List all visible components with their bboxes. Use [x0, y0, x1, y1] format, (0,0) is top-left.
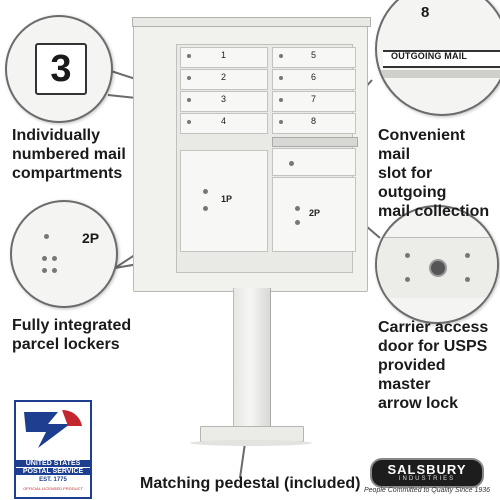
lock-dot: [42, 256, 47, 261]
lock-dot: [42, 268, 47, 273]
caption-line: Fully integrated: [12, 317, 132, 334]
lock-dot: [44, 234, 49, 239]
compartment-number: 8: [311, 116, 317, 126]
parcel-locker-2[interactable]: 2P: [272, 177, 356, 252]
caption-line: Carrier access: [378, 319, 489, 336]
lock-dot: [295, 220, 300, 225]
usps-line1: UNITED STATES: [16, 460, 90, 467]
caption-line: Convenient mail: [378, 127, 466, 163]
lock-icon: [187, 98, 191, 102]
lock-dot: [295, 206, 300, 211]
lock-icon: [279, 76, 283, 80]
brand-sub: INDUSTRIES: [398, 476, 456, 482]
caption-carrier: Carrier access door for USPS provided ma…: [378, 318, 500, 413]
compartment-door-2[interactable]: 2: [180, 69, 268, 90]
outgoing-mail-slot: [272, 137, 358, 147]
caption-line: mail collection: [378, 203, 490, 220]
compartment-number: 6: [311, 72, 317, 82]
lock-icon: [279, 120, 283, 124]
compartment-number: 4: [221, 116, 227, 126]
eagle-logo-icon: [18, 404, 88, 458]
parcel-locker-detail: 2P: [10, 200, 118, 308]
compartment-number: 3: [221, 94, 227, 104]
caption-pedestal: Matching pedestal (included): [140, 475, 361, 492]
outgoing-slot-plate: [383, 50, 500, 68]
caption-parcel: Fully integrated parcel lockers: [12, 316, 131, 354]
caption-line: compartments: [12, 165, 123, 182]
compartment-number: 7: [311, 94, 317, 104]
compartment-number: 5: [311, 50, 317, 60]
brand-tagline: People Committed to Quality Since 1936: [364, 487, 491, 494]
lock-dot: [405, 277, 410, 282]
usps-est: EST. 1775: [39, 477, 67, 483]
caption-compartments: Individually numbered mail compartments: [12, 126, 126, 183]
number-plate: [35, 43, 87, 95]
outgoing-slot-detail: 8 OUTGOING MAIL: [375, 0, 500, 116]
lock-dot: [289, 161, 294, 166]
lock-dot: [203, 206, 208, 211]
parcel-locker-1[interactable]: 1P: [180, 150, 268, 252]
mailbox-top: [132, 17, 371, 27]
arrow-lock-icon: [429, 259, 447, 277]
caption-line: numbered mail: [12, 146, 126, 163]
usps-fine: OFFICIAL LICENSED PRODUCT: [23, 486, 83, 491]
lock-dot: [465, 277, 470, 282]
compartment-door-3[interactable]: 3: [180, 91, 268, 112]
parcel-detail-label: 2P: [82, 230, 100, 246]
parcel-label: 2P: [309, 208, 321, 218]
parcel-label: 1P: [221, 194, 233, 204]
caption-line: parcel lockers: [12, 336, 120, 353]
carrier-access-door[interactable]: [272, 148, 356, 176]
detail-number: 8: [421, 4, 430, 21]
lock-dot: [52, 268, 57, 273]
usps-badge: UNITED STATES POSTAL SERVICE EST. 1775 O…: [14, 400, 92, 499]
compartment-number: 2: [221, 72, 227, 82]
lock-icon: [187, 76, 191, 80]
base-shadow: [190, 440, 312, 446]
caption-line: provided master: [378, 357, 446, 393]
caption-line: Individually: [12, 127, 101, 144]
brand-logo: SALSBURY INDUSTRIES: [370, 458, 484, 488]
pedestal-post: [233, 288, 271, 428]
outgoing-slot-label: OUTGOING MAIL: [391, 51, 468, 61]
lock-dot: [465, 253, 470, 258]
compartment-door-4[interactable]: 4: [180, 113, 268, 134]
compartment-door-7[interactable]: 7: [272, 91, 356, 112]
lock-dot: [203, 189, 208, 194]
carrier-lock-detail: [375, 205, 499, 324]
usps-line2: POSTAL SERVICE: [16, 468, 90, 475]
lock-dot: [52, 256, 57, 261]
caption-line: slot for outgoing: [378, 165, 447, 201]
compartment-number-detail: 3: [5, 15, 113, 123]
compartment-door-6[interactable]: 6: [272, 69, 356, 90]
lock-icon: [187, 120, 191, 124]
number-plate-text: 3: [50, 48, 72, 90]
lock-dot: [405, 253, 410, 258]
lock-icon: [279, 54, 283, 58]
caption-line: door for USPS: [378, 338, 488, 355]
compartment-door-1[interactable]: 1: [180, 47, 268, 68]
compartment-door-5[interactable]: 5: [272, 47, 356, 68]
caption-line: arrow lock: [378, 395, 459, 412]
compartment-number: 1: [221, 50, 227, 60]
lock-icon: [187, 54, 191, 58]
compartment-door-8[interactable]: 8: [272, 113, 356, 134]
lock-icon: [279, 98, 283, 102]
slot-shadow: [377, 70, 500, 78]
brand-name: SALSBURY: [387, 462, 467, 477]
caption-outgoing: Convenient mail slot for outgoing mail c…: [378, 126, 500, 221]
